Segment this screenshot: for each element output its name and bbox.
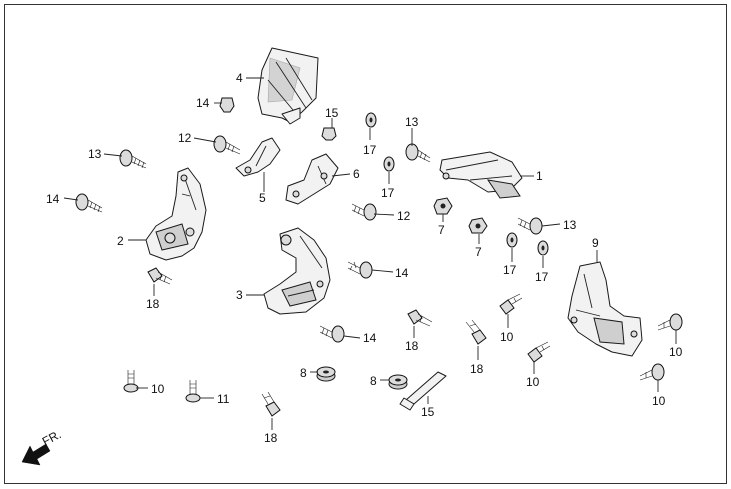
callout-10: 10	[669, 345, 683, 359]
callout-17: 17	[363, 143, 377, 157]
callout-10: 10	[652, 394, 666, 408]
support-bracket-part	[285, 153, 339, 205]
bolt-part-14a	[119, 149, 147, 169]
washer-part-a	[365, 112, 377, 128]
callout-17: 17	[535, 270, 549, 284]
washer-part-c	[506, 232, 518, 248]
callout-15: 14	[196, 96, 210, 110]
callout-7: 7	[438, 223, 445, 237]
bolt-part-14b	[75, 193, 103, 213]
leader-lines	[63, 77, 677, 430]
cap-part-left	[219, 97, 235, 113]
upper-cover-part	[439, 151, 523, 199]
callout-4: 4	[236, 71, 243, 85]
callout-13: 13	[563, 218, 577, 232]
callout-14: 14	[46, 192, 60, 206]
bolt-part-14d	[319, 325, 345, 343]
callout-8: 8	[300, 366, 307, 380]
washer-part-b	[383, 156, 395, 172]
callout-13: 13	[405, 115, 419, 129]
callout-2: 2	[117, 234, 124, 248]
windscreen-part	[257, 47, 319, 125]
callout-11: 10	[151, 382, 165, 396]
bolt-part-13a	[405, 143, 431, 163]
callout-12: 12	[178, 131, 192, 145]
cable-strap-part	[399, 371, 447, 411]
bolt-part-10c	[657, 313, 683, 331]
callout-16: 15	[421, 405, 435, 419]
bolt-part-11a	[123, 370, 139, 393]
bolt-part-18a	[147, 267, 173, 285]
bolt-part-12a	[213, 135, 241, 155]
grommet-part-right	[388, 374, 408, 390]
callout-17: 17	[381, 186, 395, 200]
left-bracket-part	[145, 167, 207, 261]
callout-labels: 4 14 15 12 13 14 5 6 17 13 17 12 1 7 7 1…	[46, 71, 683, 445]
bolt-part-10d	[639, 363, 665, 381]
nut-part-b	[468, 217, 488, 234]
callout-18: 18	[470, 362, 484, 376]
callout-18: 18	[264, 431, 278, 445]
bolt-part-14c	[347, 261, 373, 279]
callout-14: 13	[88, 147, 102, 161]
cap-part-right	[321, 127, 337, 141]
callout-7: 7	[475, 245, 482, 259]
callout-9: 9	[592, 236, 599, 250]
callout-6: 6	[353, 167, 360, 181]
callout-12: 12	[397, 209, 411, 223]
bolt-part-18c	[465, 319, 487, 345]
nut-part-a	[433, 197, 453, 215]
callout-1: 1	[536, 169, 543, 183]
bolt-part-10a	[499, 293, 523, 315]
callout-17: 17	[503, 263, 517, 277]
grommet-part-left	[316, 366, 336, 382]
washer-part-d	[537, 240, 549, 256]
bolt-part-18b	[407, 309, 433, 327]
front-direction-arrow-icon: FR.	[21, 427, 63, 466]
callout-18: 18	[146, 297, 160, 311]
callout-10: 10	[500, 330, 514, 344]
callout-5: 5	[259, 191, 266, 205]
side-bracket-part	[567, 261, 643, 357]
callout-18: 18	[405, 339, 419, 353]
callout-14: 14	[363, 331, 377, 345]
small-bracket-part	[235, 137, 281, 177]
bolt-part-18d	[261, 391, 281, 417]
callout-15: 15	[325, 106, 339, 120]
callout-14: 14	[395, 266, 409, 280]
bolt-part-12b	[351, 203, 377, 221]
main-bracket-part	[263, 227, 331, 315]
callout-8: 8	[370, 374, 377, 388]
diagram-frame	[4, 4, 727, 484]
bolt-part-10b	[527, 341, 551, 363]
callout-3: 3	[236, 288, 243, 302]
callout-10: 10	[526, 375, 540, 389]
bolt-part-13b	[517, 217, 543, 235]
callout-11: 11	[217, 392, 230, 406]
bolt-part-11b	[185, 380, 201, 403]
